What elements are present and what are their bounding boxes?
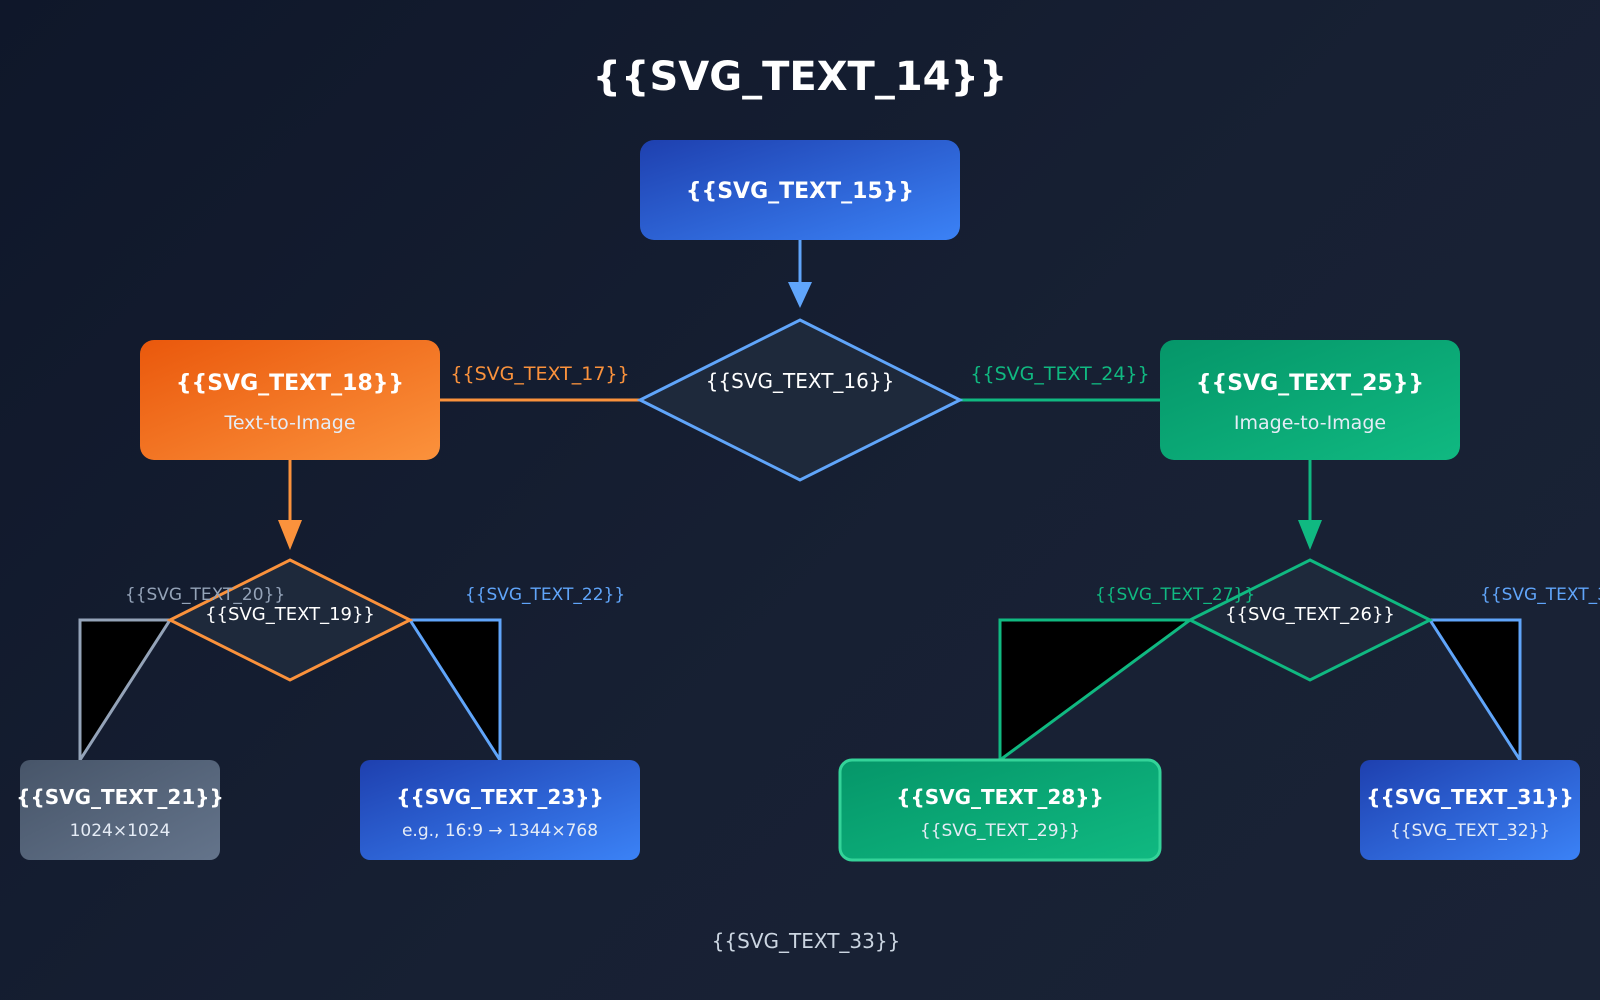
leaf-match-input-label: {{SVG_TEXT_28}}: [896, 785, 1103, 809]
leaf-default-size-sub: 1024×1024: [70, 821, 171, 841]
connector-left-decision-to-custom: [407, 618, 502, 766]
leaf-match-input-sub: {{SVG_TEXT_29}}: [920, 821, 1080, 841]
mode-decision[interactable]: {{SVG_TEXT_16}}: [636, 318, 964, 482]
leaf-override-sub: {{SVG_TEXT_32}}: [1390, 821, 1550, 841]
mode-decision-label: {{SVG_TEXT_16}}: [706, 369, 895, 393]
text2image-node-label: {{SVG_TEXT_18}}: [176, 371, 404, 396]
connector-right-decision-to-right-leaf: [1427, 618, 1522, 766]
leaf-default-size-label: {{SVG_TEXT_21}}: [16, 785, 223, 809]
connector-right-decision-to-left-leaf: [998, 618, 1195, 763]
leaf-custom-aspect[interactable]: {{SVG_TEXT_23}} e.g., 16:9 → 1344×768: [360, 760, 640, 860]
connector-left-decision-to-default: [78, 618, 173, 766]
arrowhead-start-to-mode: [788, 282, 812, 308]
text2image-node-sub: Text-to-Image: [223, 412, 355, 434]
edge-label-right-left: {{SVG_TEXT_27}}: [1095, 585, 1255, 605]
leaf-default-size[interactable]: {{SVG_TEXT_21}} 1024×1024: [16, 760, 224, 860]
leaf-match-input[interactable]: {{SVG_TEXT_28}} {{SVG_TEXT_29}}: [838, 758, 1162, 862]
image2image-node[interactable]: {{SVG_TEXT_25}} Image-to-Image: [1160, 340, 1460, 460]
image2image-node-sub: Image-to-Image: [1234, 412, 1386, 434]
text2image-node[interactable]: {{SVG_TEXT_18}} Text-to-Image: [140, 340, 440, 460]
leaf-custom-aspect-sub: e.g., 16:9 → 1344×768: [402, 821, 598, 841]
start-node-label: {{SVG_TEXT_15}}: [686, 179, 914, 204]
leaf-override-label: {{SVG_TEXT_31}}: [1366, 785, 1573, 809]
size-decision-right[interactable]: {{SVG_TEXT_26}}: [1186, 558, 1434, 682]
image2image-node-label: {{SVG_TEXT_25}}: [1196, 371, 1424, 396]
leaf-override[interactable]: {{SVG_TEXT_31}} {{SVG_TEXT_32}}: [1360, 760, 1580, 860]
edge-label-image2image: {{SVG_TEXT_24}}: [970, 363, 1149, 385]
size-decision-right-label: {{SVG_TEXT_26}}: [1225, 604, 1395, 625]
size-decision-left[interactable]: {{SVG_TEXT_19}}: [166, 558, 414, 682]
size-decision-left-label: {{SVG_TEXT_19}}: [205, 604, 375, 625]
start-node[interactable]: {{SVG_TEXT_15}}: [640, 140, 960, 240]
edge-label-left-custom: {{SVG_TEXT_22}}: [465, 585, 625, 605]
footer-note: {{SVG_TEXT_33}}: [712, 929, 901, 953]
leaf-custom-aspect-label: {{SVG_TEXT_23}}: [396, 785, 603, 809]
arrowhead-text2image-to-decision: [278, 520, 302, 550]
arrowhead-image2image-to-decision: [1298, 520, 1322, 550]
page-title: {{SVG_TEXT_14}}: [593, 54, 1008, 100]
edge-label-right-right: {{SVG_TEXT_30}}: [1480, 585, 1600, 605]
edge-label-text2image: {{SVG_TEXT_17}}: [450, 363, 629, 385]
edge-label-left-default: {{SVG_TEXT_20}}: [125, 585, 285, 605]
